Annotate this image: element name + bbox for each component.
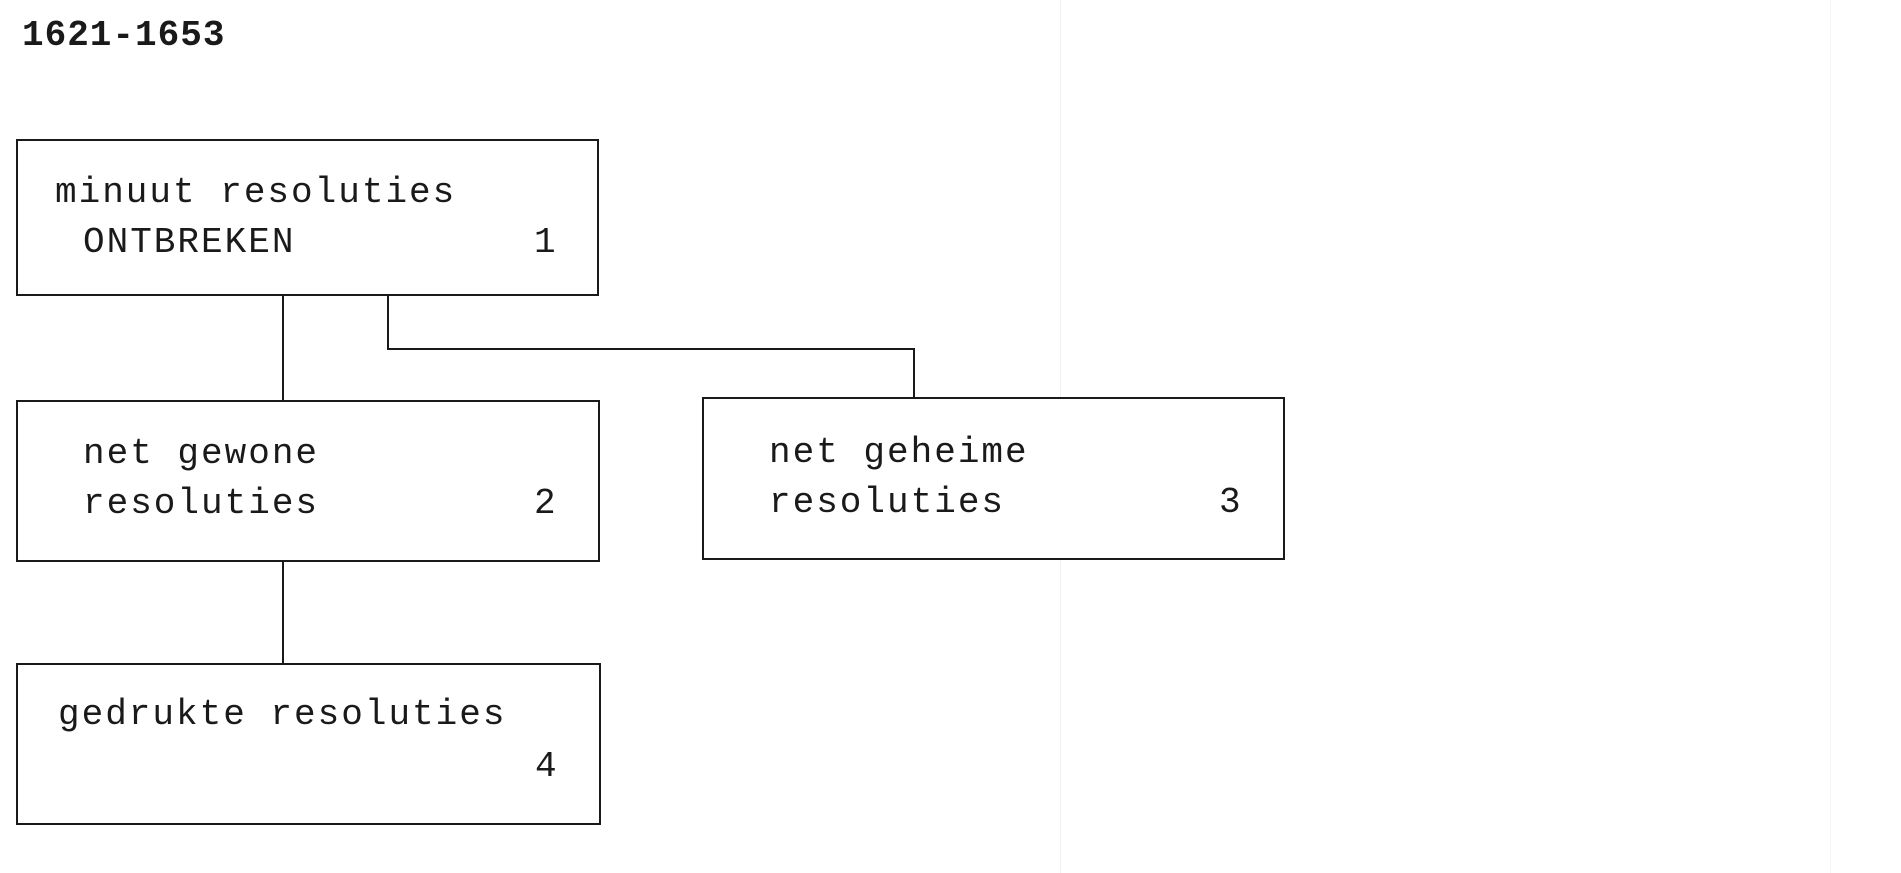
- box-label-line1: gedrukte resoluties: [58, 694, 507, 735]
- box-number: 1: [534, 222, 556, 263]
- box-number: 2: [534, 483, 556, 524]
- box-gedrukte-resoluties: gedrukte resoluties 4: [16, 663, 601, 825]
- box-label-line1: net geheime: [769, 432, 1029, 473]
- connector-1-to-3: [387, 295, 915, 398]
- box-net-geheime-resoluties: net geheime resoluties 3: [702, 397, 1285, 560]
- box-label-line1: net gewone: [83, 433, 320, 474]
- scan-fold-line: [1830, 0, 1831, 873]
- box-label-line2: resoluties: [769, 482, 1006, 523]
- box-label-line1: minuut resoluties: [55, 172, 457, 213]
- box-number: 3: [1219, 482, 1241, 523]
- page-title: 1621-1653: [22, 15, 226, 56]
- box-label-line2: resoluties: [83, 483, 320, 524]
- box-label-line2: ONTBREKEN: [83, 222, 296, 263]
- box-net-gewone-resoluties: net gewone resoluties 2: [16, 400, 600, 562]
- box-minuut-resoluties: minuut resoluties ONTBREKEN 1: [16, 139, 599, 296]
- box-number: 4: [535, 746, 557, 787]
